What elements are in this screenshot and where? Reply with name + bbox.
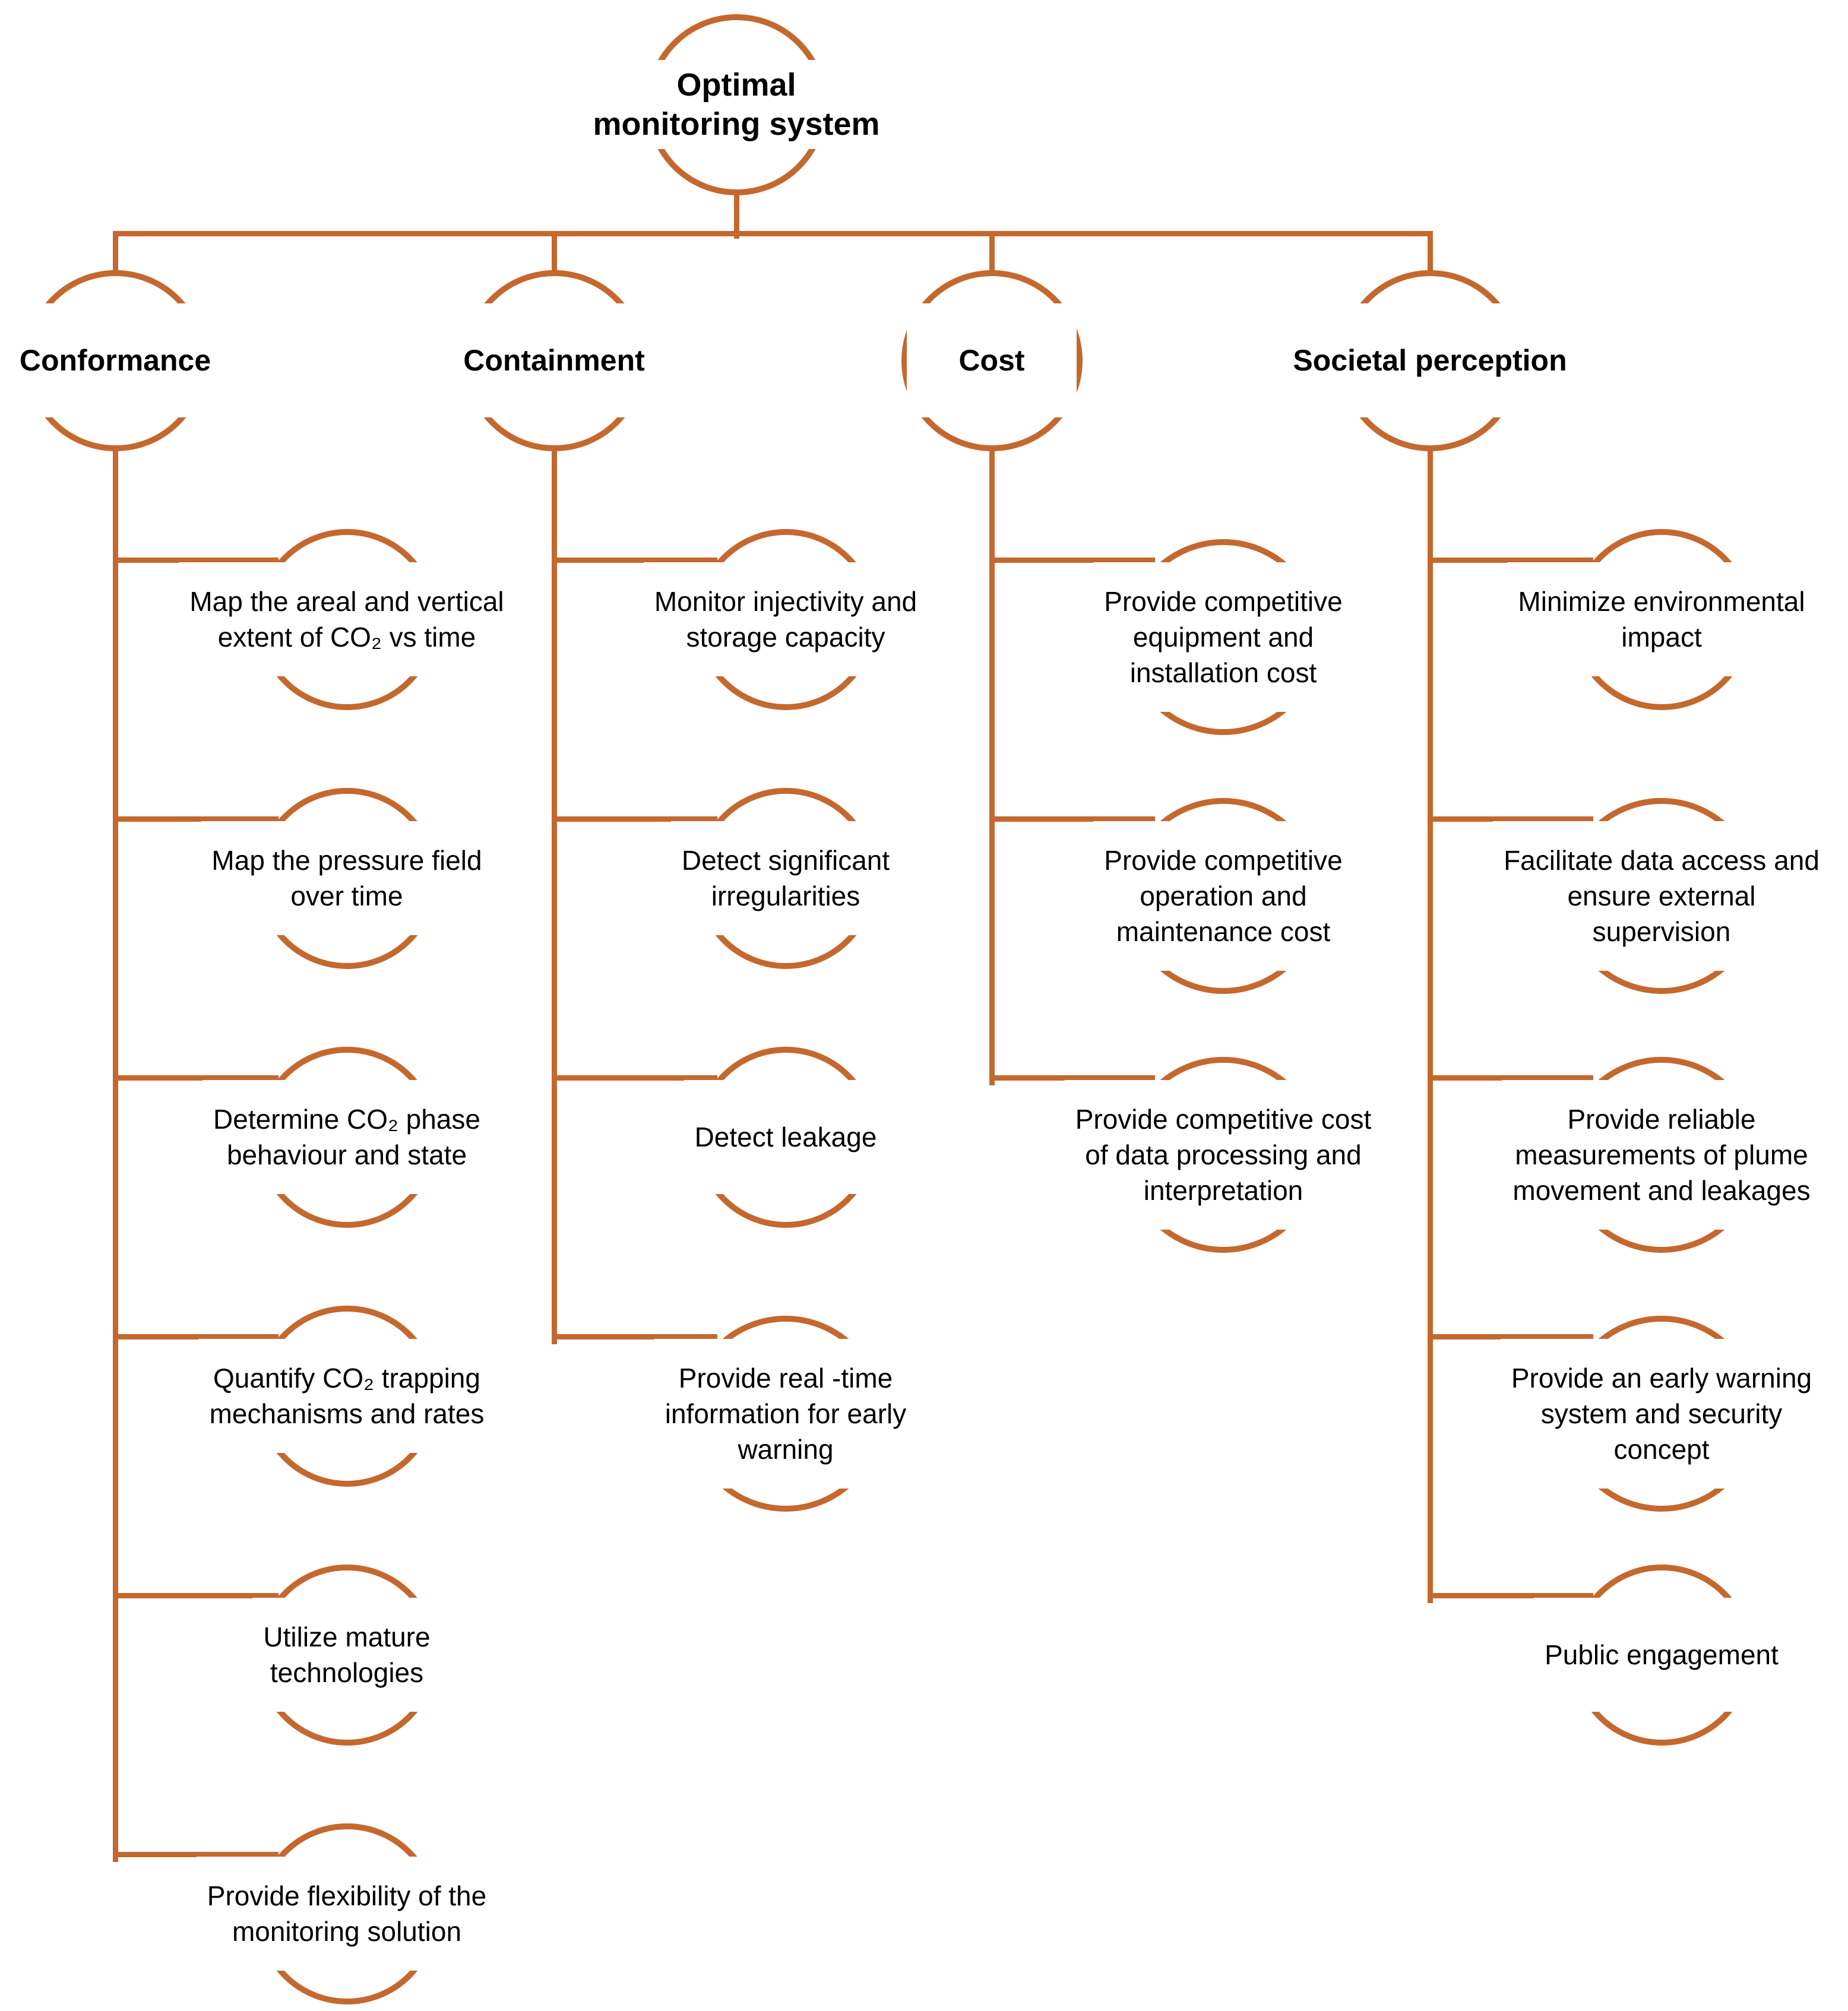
connector-leaf-1-2 (552, 1075, 717, 1081)
node-leaf-3-1-label-line: Facilitate data access and (1504, 845, 1819, 876)
node-branch-1-label: Containment (452, 303, 656, 417)
node-leaf-2-2-label: Provide competitive cost of data processi… (1064, 1080, 1382, 1230)
node-leaf-0-0-label: Map the areal and vertical extent of CO₂ … (179, 562, 515, 676)
connector-branch-drop-1 (552, 231, 557, 275)
node-leaf-1-0-label-line: Monitor injectivity and (654, 586, 917, 617)
connector-trunk (113, 231, 1433, 236)
node-leaf-0-5-label-line: monitoring solution (232, 1916, 462, 1947)
connector-leaf-0-3 (113, 1334, 279, 1339)
node-root-label-line: monitoring system (593, 106, 880, 142)
node-leaf-1-1-label: Detect significant irregularities (670, 821, 901, 935)
node-branch-3-label-line: Societal perception (1293, 344, 1567, 377)
node-leaf-0-3-label-line: mechanisms and rates (209, 1398, 485, 1429)
node-leaf-1-0-label-line: storage capacity (686, 622, 885, 653)
node-leaf-2-2-label-line: of data processing and (1085, 1139, 1362, 1170)
node-leaf-1-3-label: Provide real -time information for early w… (654, 1339, 917, 1489)
node-leaf-3-2-label-line: movement and leakages (1512, 1175, 1811, 1206)
connector-branch-drop-3 (1428, 231, 1433, 275)
connector-leaf-0-1 (113, 816, 279, 822)
node-leaf-2-1-label-line: maintenance cost (1116, 916, 1331, 947)
connector-leaf-0-0 (113, 558, 279, 563)
connector-leaf-3-4 (1428, 1593, 1593, 1598)
node-leaf-3-0-label: Minimize environmental impact (1507, 562, 1816, 676)
connector-branch-spine-3 (1428, 448, 1433, 1603)
node-branch-3-label: Societal perception (1282, 303, 1578, 417)
node-leaf-1-2-label-line: Detect leakage (694, 1122, 877, 1152)
node-leaf-0-1-label-line: Map the pressure field (211, 845, 482, 876)
node-leaf-2-0-label-line: Provide competitive (1104, 586, 1343, 617)
node-leaf-3-2-label: Provide reliable measurements of plume mov… (1502, 1080, 1821, 1230)
connector-leaf-2-2 (989, 1075, 1155, 1081)
connector-branch-spine-1 (552, 448, 557, 1344)
node-leaf-3-2-label-line: measurements of plume (1515, 1139, 1808, 1170)
connector-leaf-3-0 (1428, 558, 1593, 563)
node-leaf-2-1-label-line: operation and (1140, 881, 1307, 911)
node-branch-2-label-line: Cost (958, 344, 1025, 377)
node-leaf-1-1-label-line: Detect significant (681, 845, 890, 876)
connector-leaf-2-1 (989, 816, 1155, 822)
node-leaf-2-0-label-line: installation cost (1129, 657, 1317, 688)
node-branch-0-label: Conformance (8, 303, 222, 417)
node-leaf-1-3-label-line: warning (738, 1434, 834, 1465)
node-branch-0-label-line: Conformance (19, 344, 211, 377)
node-leaf-0-4-label-line: technologies (270, 1657, 424, 1688)
node-leaf-3-4-label-line: Public engagement (1545, 1639, 1779, 1670)
node-leaf-1-1-label-line: irregularities (711, 881, 860, 911)
connector-leaf-1-1 (552, 816, 717, 822)
connector-branch-spine-0 (113, 448, 118, 1862)
connector-leaf-0-5 (113, 1852, 279, 1857)
node-leaf-2-2-label-line: Provide competitive cost (1075, 1104, 1372, 1135)
node-leaf-2-1-label-line: Provide competitive (1104, 845, 1343, 876)
node-leaf-0-0-label-line: Map the areal and vertical (189, 586, 504, 617)
node-leaf-2-0-label: Provide competitive equipment and installa… (1093, 562, 1353, 712)
connector-leaf-1-3 (552, 1334, 717, 1339)
node-leaf-1-2-label: Detect leakage (683, 1080, 888, 1194)
node-leaf-0-2-label-line: behaviour and state (226, 1139, 467, 1170)
node-branch-2-label: Cost (907, 303, 1077, 417)
connector-leaf-1-0 (552, 558, 717, 563)
node-leaf-3-3-label-line: Provide an early warning (1511, 1363, 1812, 1394)
connector-leaf-0-4 (113, 1593, 279, 1598)
node-leaf-0-1-label-line: over time (290, 881, 403, 911)
node-leaf-0-4-label: Utilize mature technologies (252, 1598, 441, 1712)
node-branch-2-circle (901, 270, 1083, 451)
connector-root-stub (734, 192, 739, 239)
node-leaf-3-3-label-line: concept (1613, 1434, 1710, 1465)
connector-leaf-3-3 (1428, 1334, 1593, 1339)
node-leaf-1-0-label: Monitor injectivity and storage capacity (643, 562, 928, 676)
node-leaf-3-2-label-line: Provide reliable (1567, 1104, 1756, 1135)
connector-branch-drop-0 (113, 231, 118, 275)
connector-branch-spine-2 (989, 448, 995, 1085)
node-leaf-0-4-label-line: Utilize mature (263, 1622, 431, 1652)
node-leaf-0-1-label: Map the pressure field over time (201, 821, 493, 935)
node-leaf-0-0-label-line: extent of CO₂ vs time (217, 622, 476, 653)
node-branch-1-label-line: Containment (463, 344, 645, 377)
node-leaf-0-3-label: Quantify CO₂ trapping mechanisms and rate… (198, 1339, 495, 1453)
node-leaf-3-1-label: Facilitate data access and ensure externa… (1493, 821, 1830, 971)
node-leaf-3-3-label-line: system and security (1540, 1398, 1783, 1429)
node-leaf-0-3-label-line: Quantify CO₂ trapping (213, 1363, 480, 1394)
node-leaf-2-1-label: Provide competitive operation and maintena… (1093, 821, 1353, 971)
node-leaf-1-3-label-line: Provide real -time (678, 1363, 893, 1394)
node-leaf-1-3-label-line: information for early (664, 1398, 907, 1429)
node-leaf-3-3-label: Provide an early warning system and secur… (1500, 1339, 1823, 1489)
connector-leaf-0-2 (113, 1075, 279, 1081)
node-leaf-2-2-label-line: interpretation (1143, 1175, 1303, 1206)
node-leaf-0-5-label-line: Provide flexibility of the (207, 1880, 487, 1911)
node-leaf-2-0-label-line: equipment and (1132, 622, 1314, 653)
node-leaf-3-0-label-line: impact (1621, 622, 1702, 653)
node-leaf-3-1-label-line: supervision (1592, 916, 1731, 947)
connector-leaf-3-2 (1428, 1075, 1593, 1081)
node-leaf-3-4-label: Public engagement (1534, 1598, 1789, 1712)
connector-leaf-2-0 (989, 558, 1155, 563)
node-leaf-0-2-label-line: Determine CO₂ phase (213, 1104, 480, 1135)
node-leaf-3-0-label-line: Minimize environmental (1518, 586, 1805, 617)
node-root-label-line: Optimal (676, 67, 796, 103)
connector-leaf-3-1 (1428, 816, 1593, 822)
node-leaf-0-2-label: Determine CO₂ phase behaviour and state (202, 1080, 491, 1194)
connector-branch-drop-2 (989, 231, 995, 275)
node-leaf-0-5-label: Provide flexibility of the monitoring sol… (196, 1857, 498, 1971)
node-leaf-3-1-label-line: ensure external (1567, 881, 1756, 911)
